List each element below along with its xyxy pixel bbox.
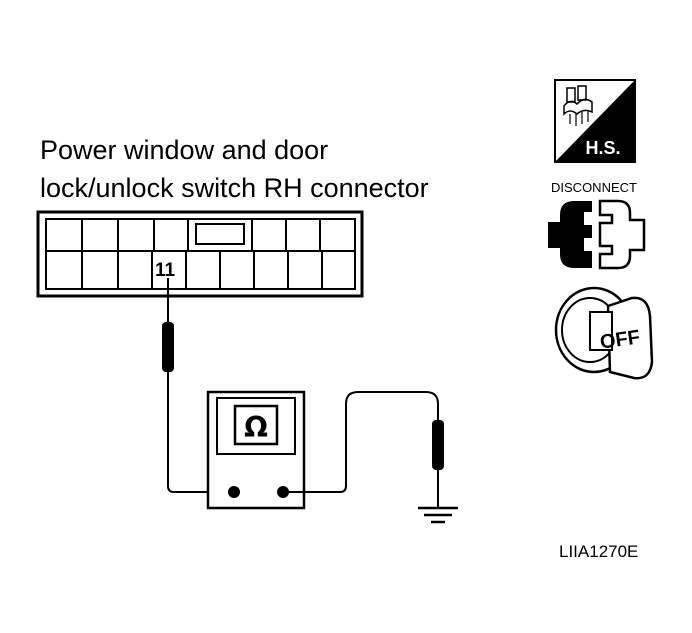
hs-label: H.S. xyxy=(585,138,620,158)
ohmmeter: Ω xyxy=(206,390,306,510)
ignition-key-off-icon: OFF xyxy=(554,286,654,380)
connector: 11 xyxy=(36,210,364,298)
figure-code: LIIA1270E xyxy=(559,542,639,561)
diagram-title-line-1: Power window and door xyxy=(40,135,329,165)
disconnect-connector-icon: DISCONNECT xyxy=(548,180,646,270)
left-probe xyxy=(162,278,232,493)
harness-symbol-icon: H.S. xyxy=(554,79,636,163)
pin-number-label: 11 xyxy=(155,260,176,281)
disconnect-label: DISCONNECT xyxy=(551,180,637,195)
ground-lead xyxy=(283,391,458,524)
ohm-symbol: Ω xyxy=(244,411,268,444)
diagram-title-line-2: lock/unlock switch RH connector xyxy=(40,173,429,203)
meter-terminal-left xyxy=(228,486,240,498)
